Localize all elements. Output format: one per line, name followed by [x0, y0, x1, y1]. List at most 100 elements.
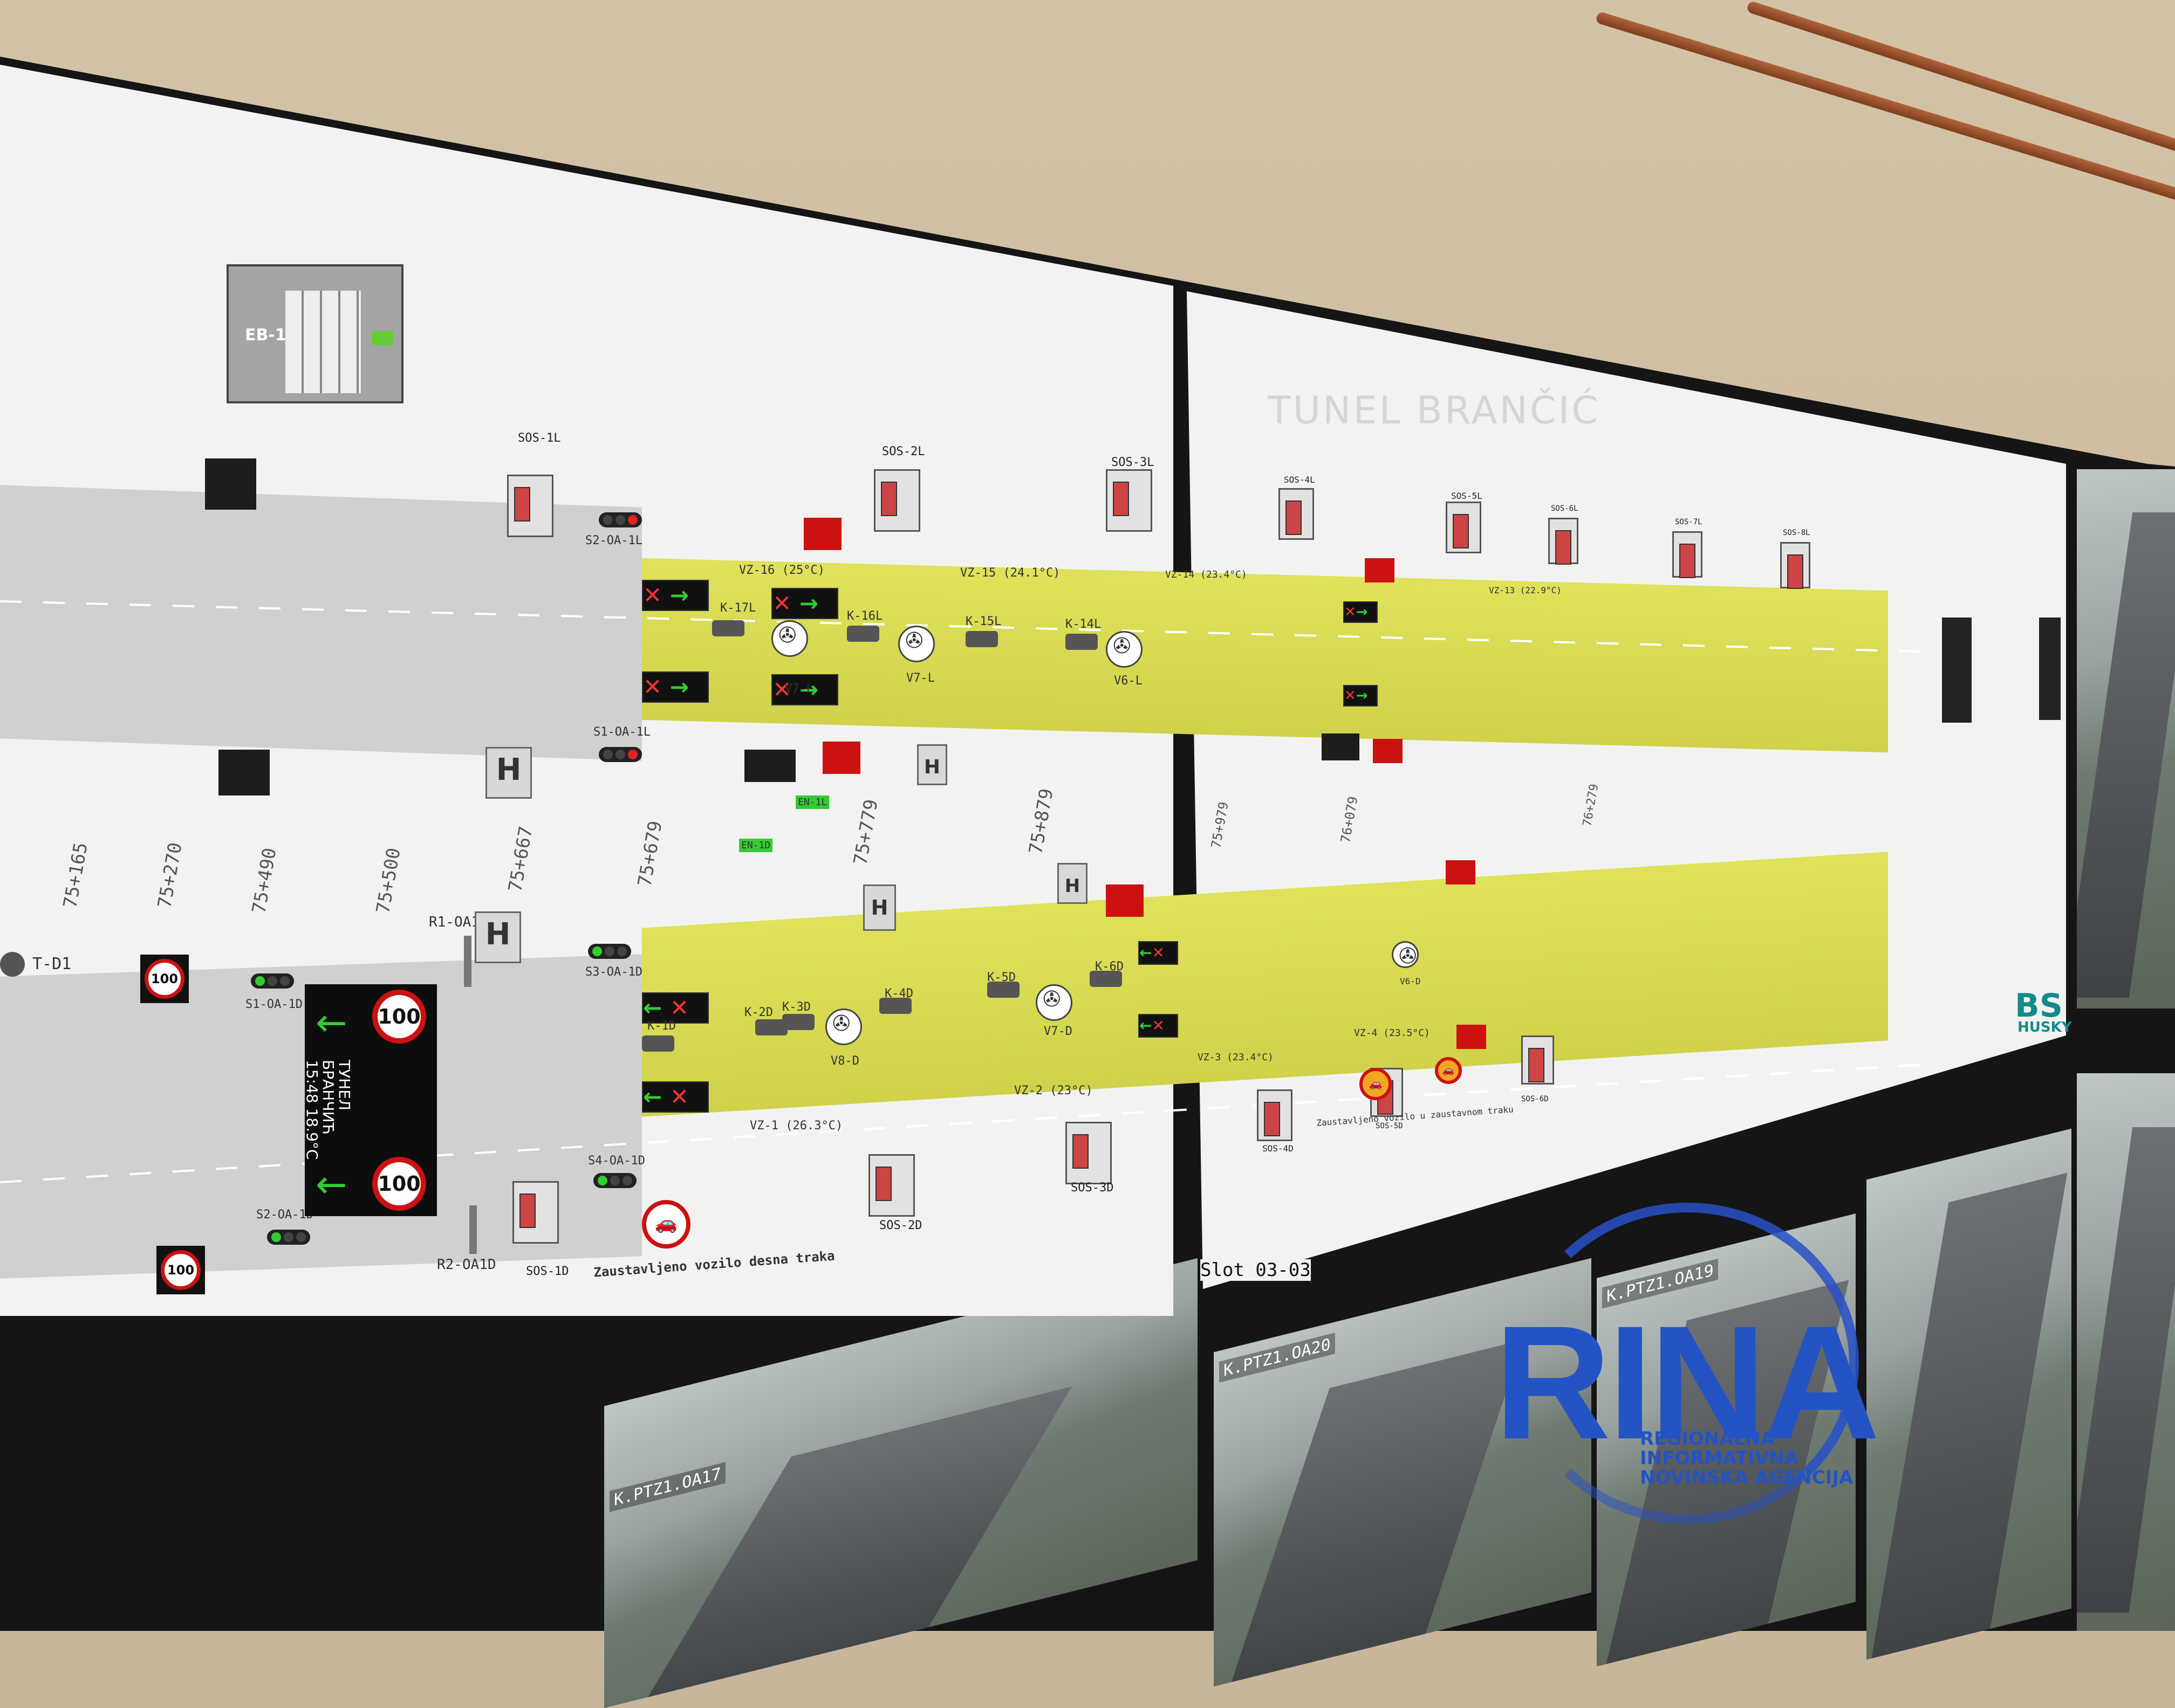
tunnel-camera-icon[interactable]	[966, 631, 998, 647]
traffic-light-label: S2-OA-1L	[585, 534, 642, 547]
lane-signal[interactable]: ←✕	[1138, 1014, 1178, 1038]
speed-sign[interactable]: 100	[156, 1246, 205, 1294]
stopped-vehicle-icon[interactable]: 🚗	[1435, 1057, 1462, 1084]
sos-cabinet[interactable]	[1106, 469, 1152, 532]
sos-cabinet[interactable]	[1446, 502, 1481, 553]
barrier[interactable]	[464, 936, 471, 987]
lane-signal[interactable]: ← ✕	[642, 992, 709, 1024]
hydrant-box[interactable]: H	[475, 911, 521, 963]
tunnel-camera-icon[interactable]	[712, 620, 744, 636]
sos-cabinet[interactable]	[1780, 542, 1810, 589]
stopped-vehicle-icon[interactable]: 🚗	[1359, 1068, 1392, 1100]
sos-label: SOS-3D	[1071, 1181, 1114, 1195]
camera-label: K-16L	[847, 609, 883, 623]
traffic-light-label: S2-OA-1D	[256, 1208, 313, 1222]
tunnel-camera-icon[interactable]	[1065, 634, 1098, 650]
sos-label: SOS-5L	[1451, 491, 1482, 501]
electrical-building[interactable]: EB-1	[227, 264, 403, 403]
tunnel-camera-icon[interactable]	[879, 998, 912, 1014]
alarm-text: Zaustavljeno vozilo u zaustavnom traku	[1316, 1104, 1514, 1128]
speed-sign[interactable]	[1106, 884, 1144, 917]
lane-signal[interactable]: ← ✕	[642, 1081, 709, 1113]
traffic-light[interactable]	[588, 944, 631, 959]
lane-signal[interactable]: ✕→	[1343, 685, 1378, 706]
barrier[interactable]	[469, 1205, 477, 1254]
jet-fan[interactable]	[1392, 941, 1419, 969]
traffic-light[interactable]	[599, 747, 642, 762]
jet-fan[interactable]	[771, 620, 808, 657]
jet-fan[interactable]	[1036, 984, 1072, 1021]
speed-sign[interactable]	[1373, 739, 1403, 763]
lane-signal[interactable]: ✕ →	[642, 671, 709, 703]
camera-label: K-5D	[987, 971, 1016, 984]
speed-sign[interactable]	[1456, 1025, 1486, 1049]
vz-label: VZ-4 (23.5°C)	[1354, 1027, 1430, 1039]
battery-icon	[372, 331, 393, 345]
sos-cabinet[interactable]	[1257, 1089, 1292, 1141]
portal-vms[interactable]	[2039, 618, 2061, 720]
sos-cabinet[interactable]	[1065, 1122, 1112, 1184]
jet-fan[interactable]	[825, 1009, 862, 1045]
portal-vms[interactable]	[1942, 618, 1972, 723]
speed-limit-sign: 100	[161, 1250, 201, 1290]
traffic-light[interactable]	[267, 1230, 310, 1245]
sos-cabinet[interactable]	[868, 1154, 915, 1217]
lane-signal[interactable]: ✕ →	[642, 580, 709, 611]
camera-label: K-3D	[782, 1000, 811, 1014]
status-block	[744, 750, 796, 782]
lane-signal[interactable]: ✕→	[1343, 601, 1378, 623]
traffic-light[interactable]	[593, 1173, 637, 1188]
sos-label: SOS-6D	[1521, 1095, 1549, 1103]
hydrant-box[interactable]: H	[485, 747, 532, 799]
tunnel-camera-icon[interactable]	[847, 626, 879, 642]
chainage-label: 75+165	[59, 841, 92, 910]
stopped-vehicle-icon[interactable]: 🚗	[642, 1200, 690, 1249]
sos-label: SOS-7L	[1675, 518, 1702, 526]
speed-sign[interactable]	[823, 742, 860, 774]
sos-cabinet[interactable]	[1278, 488, 1314, 540]
vms-line1: ТУНЕЛ	[336, 1060, 353, 1110]
speed-sign[interactable]	[1446, 860, 1475, 884]
sos-cabinet[interactable]	[512, 1181, 559, 1244]
arrow-left-icon: ←	[316, 1000, 347, 1045]
sos-label: SOS-2D	[879, 1219, 922, 1232]
vz-label: VZ-1 (26.3°C)	[750, 1119, 843, 1133]
barrier-label: R2-OA1D	[437, 1257, 496, 1273]
vz-label: VZ-15 (24.1°C)	[960, 566, 1061, 580]
lane-signal[interactable]: ✕ →	[771, 588, 838, 619]
speed-sign[interactable]	[1365, 558, 1394, 582]
hydrant-box[interactable]: H	[1057, 863, 1088, 904]
vms-line2: БРАНЧИЋ	[319, 1060, 337, 1135]
traffic-light-label: S3-OA-1D	[585, 965, 642, 979]
chainage-label: 76+079	[1338, 795, 1361, 844]
lane-signal[interactable]: ✕ →	[771, 674, 838, 705]
jet-fan[interactable]	[1106, 631, 1143, 668]
camera-label: K-14L	[1065, 618, 1102, 631]
speed-sign[interactable]: 100	[140, 955, 189, 1003]
variable-message-sign[interactable]: 100 ← ТУНЕЛ БРАНЧИЋ 15:48 18.9°C 100 ←	[303, 984, 437, 1216]
camera-feed[interactable]	[2077, 1073, 2175, 1631]
slot-label: Slot 03-03	[1200, 1259, 1311, 1281]
hydrant-box[interactable]: H	[863, 884, 896, 931]
tunnel-camera-icon[interactable]	[1090, 971, 1122, 987]
hydrant-box[interactable]: H	[917, 744, 947, 785]
jet-fan[interactable]	[898, 626, 935, 662]
tunnel-camera-icon[interactable]	[987, 982, 1020, 998]
tunnel-tube-left	[642, 558, 1888, 753]
chainage-label: 75+779	[850, 798, 883, 867]
sos-cabinet[interactable]	[1672, 531, 1702, 578]
traffic-light[interactable]	[251, 973, 294, 989]
sos-cabinet[interactable]	[1521, 1035, 1554, 1085]
sos-cabinet[interactable]	[874, 469, 920, 532]
tunnel-camera-icon[interactable]	[642, 1035, 674, 1052]
sos-cabinet[interactable]	[507, 475, 553, 537]
tunnel-camera-icon[interactable]	[782, 1014, 815, 1030]
camera-feed[interactable]	[2077, 469, 2175, 1009]
fan-label: V6-L	[1114, 674, 1143, 688]
fan-label: V7-L	[906, 671, 935, 685]
chainage-label: 75+667	[504, 825, 537, 894]
lane-signal[interactable]: ←✕	[1138, 941, 1178, 965]
traffic-light[interactable]	[599, 512, 642, 527]
sos-cabinet[interactable]	[1548, 518, 1578, 565]
speed-sign[interactable]	[804, 518, 842, 550]
